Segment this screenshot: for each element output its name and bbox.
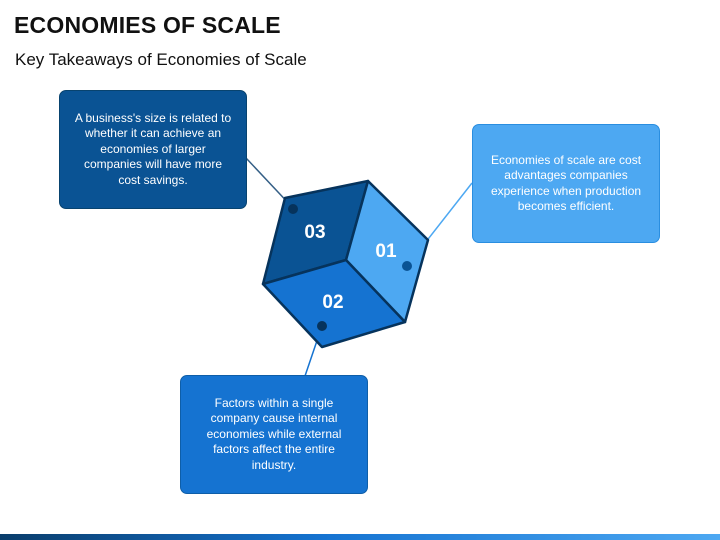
connector-dot-02 bbox=[317, 321, 327, 331]
face-number-02: 02 bbox=[322, 292, 343, 313]
callout-text-01: Economies of scale are cost advantages c… bbox=[490, 152, 642, 214]
page-subtitle: Key Takeaways of Economies of Scale bbox=[15, 50, 307, 69]
cube-face-02 bbox=[261, 258, 407, 349]
callout-box-03: A business's size is related to whether … bbox=[59, 90, 247, 209]
callout-box-02: Factors within a single company cause in… bbox=[180, 375, 368, 494]
callout-text-03: A business's size is related to whether … bbox=[74, 110, 232, 187]
connector-dot-03 bbox=[288, 204, 298, 214]
callout-box-01: Economies of scale are cost advantages c… bbox=[472, 124, 660, 243]
footer-accent-bar bbox=[0, 534, 720, 540]
callout-text-02: Factors within a single company cause in… bbox=[206, 395, 342, 472]
face-number-03: 03 bbox=[304, 222, 325, 243]
page-title: ECONOMIES OF SCALE bbox=[14, 12, 281, 38]
face-number-01: 01 bbox=[375, 241, 397, 262]
connector-dot-01 bbox=[402, 261, 412, 271]
